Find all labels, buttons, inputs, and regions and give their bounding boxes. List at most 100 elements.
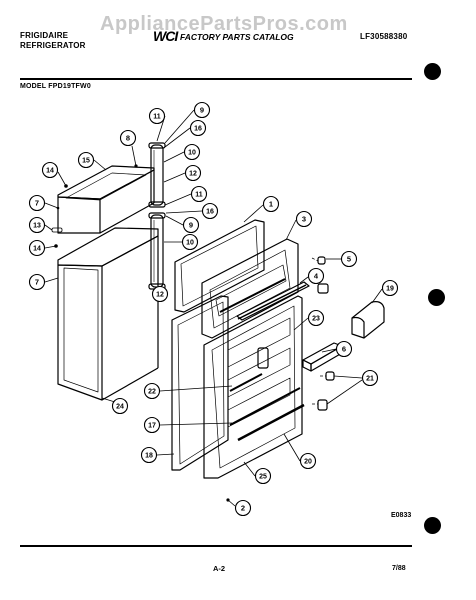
part-callout-15: 15 xyxy=(77,151,95,169)
part-callout-12: 12 xyxy=(151,285,169,303)
part-callout-10: 10 xyxy=(183,143,201,161)
part-callout-3: 3 xyxy=(295,210,313,228)
binder-hole-top xyxy=(424,63,441,80)
part-callout-10: 10 xyxy=(181,233,199,251)
part-callout-label: 10 xyxy=(186,240,194,247)
brand-line-1: FRIGIDAIRE xyxy=(20,31,69,40)
part-callout-13: 13 xyxy=(28,216,46,234)
part-callout-1: 1 xyxy=(262,195,280,213)
part-callout-17: 17 xyxy=(143,416,161,434)
part-callout-label: 14 xyxy=(33,246,41,253)
fresh-food-inner-liner xyxy=(203,295,305,479)
page-number: A-2 xyxy=(213,564,226,573)
part-callout-label: 14 xyxy=(46,168,54,175)
watermark: AppliancePartsPros.com xyxy=(100,13,348,35)
part-callout-label: 12 xyxy=(156,292,164,299)
part-callout-23: 23 xyxy=(307,309,325,327)
drawing-code: E0833 xyxy=(391,512,412,519)
fresh-food-door-outer-panel xyxy=(57,227,159,401)
part-callout-label: 1 xyxy=(269,200,273,209)
model-number: MODEL FPD19TFW0 xyxy=(20,83,91,90)
part-callout-19: 19 xyxy=(381,279,399,297)
part-callout-label: 9 xyxy=(200,106,204,115)
part-callout-label: 2 xyxy=(241,504,245,513)
part-callout-8: 8 xyxy=(119,129,137,147)
part-callout-6: 6 xyxy=(335,340,353,358)
part-callout-label: 21 xyxy=(366,376,374,383)
catalog-number: LF30588380 xyxy=(360,32,408,41)
door-shelf-bar xyxy=(229,373,301,426)
part-callout-18: 18 xyxy=(140,446,158,464)
leader-dashes xyxy=(311,257,326,405)
part-callout-4: 4 xyxy=(307,267,325,285)
part-callout-7: 7 xyxy=(28,273,46,291)
part-callout-label: 11 xyxy=(153,114,161,121)
wci-logo: WCI xyxy=(153,28,178,44)
leader-lines xyxy=(44,109,383,507)
part-callout-16: 16 xyxy=(189,119,207,137)
part-callout-label: 4 xyxy=(314,272,319,281)
part-callout-label: 24 xyxy=(116,404,124,411)
part-callout-label: 22 xyxy=(148,389,156,396)
part-callout-label: 19 xyxy=(386,286,394,293)
callout-layer: 1234567789910101111121213141415161617181… xyxy=(28,101,399,517)
part-callout-label: 25 xyxy=(259,474,267,481)
part-callout-label: 12 xyxy=(189,171,197,178)
part-callout-label: 7 xyxy=(35,199,39,208)
part-callout-label: 5 xyxy=(347,255,351,264)
part-callout-label: 7 xyxy=(35,278,39,287)
part-callout-21: 21 xyxy=(361,369,379,387)
freezer-door-gasket xyxy=(174,219,265,313)
part-callout-25: 25 xyxy=(254,467,272,485)
part-callout-14: 14 xyxy=(41,161,59,179)
binder-hole-bottom xyxy=(424,517,441,534)
fresh-food-door-gasket xyxy=(171,295,229,471)
part-callout-label: 17 xyxy=(148,423,156,430)
part-callout-label: 13 xyxy=(33,223,41,230)
part-callout-2: 2 xyxy=(234,499,252,517)
hinge-pin xyxy=(51,227,63,233)
part-callout-7: 7 xyxy=(28,194,46,212)
part-callout-label: 6 xyxy=(342,345,346,354)
part-callout-label: 9 xyxy=(189,221,193,230)
butter-compartment xyxy=(351,301,385,339)
part-callout-label: 23 xyxy=(312,316,320,323)
door-bin xyxy=(302,342,343,372)
part-callout-24: 24 xyxy=(111,397,129,415)
part-callout-22: 22 xyxy=(143,382,161,400)
header-rule xyxy=(20,78,412,80)
part-callout-16: 16 xyxy=(201,202,219,220)
part-callout-label: 16 xyxy=(194,126,202,133)
part-callout-label: 8 xyxy=(126,134,130,143)
part-callout-label: 3 xyxy=(302,215,306,224)
part-callout-11: 11 xyxy=(190,185,208,203)
part-callout-label: 11 xyxy=(195,192,203,199)
shelf-retainer-clip xyxy=(317,256,329,294)
part-callout-9: 9 xyxy=(193,101,211,119)
part-callout-5: 5 xyxy=(340,250,358,268)
shelf-support xyxy=(317,371,335,411)
part-callout-14: 14 xyxy=(28,239,46,257)
part-callout-20: 20 xyxy=(299,452,317,470)
part-callout-label: 18 xyxy=(145,453,153,460)
freezer-inner-liner xyxy=(201,238,299,339)
part-callout-label: 10 xyxy=(188,150,196,157)
brand-line-2: REFRIGERATOR xyxy=(20,41,86,50)
part-callout-label: 20 xyxy=(304,459,312,466)
binder-hole-middle xyxy=(428,289,445,306)
revision-date: 7/88 xyxy=(392,565,406,572)
catalog-title: FACTORY PARTS CATALOG xyxy=(180,32,294,42)
part-callout-label: 15 xyxy=(82,158,90,165)
part-callout-12: 12 xyxy=(184,164,202,182)
part-callout-label: 16 xyxy=(206,209,214,216)
freezer-door-outer-panel xyxy=(57,165,155,234)
part-callout-11: 11 xyxy=(148,107,166,125)
dairy-door xyxy=(257,347,269,369)
footer-rule xyxy=(20,545,412,547)
door-handle-assembly xyxy=(148,142,166,290)
screw-fasteners xyxy=(54,164,230,502)
part-callout-9: 9 xyxy=(182,216,200,234)
freezer-shelf xyxy=(236,281,310,321)
